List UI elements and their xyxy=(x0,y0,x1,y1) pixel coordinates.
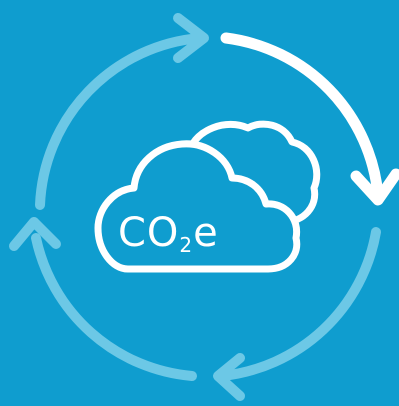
cycle-arrow-bottom-left-icon xyxy=(9,217,197,381)
cloud-back-icon xyxy=(186,120,321,226)
co2e-label-subscript: 2 xyxy=(179,233,193,257)
cycle-arrow-top-right-icon xyxy=(220,32,399,206)
co2e-label-suffix: e xyxy=(193,210,219,256)
cycle-arrow-bottom-right-icon xyxy=(213,227,381,401)
co2e-label-main: CO xyxy=(118,210,179,256)
co2e-label: CO2e xyxy=(118,210,219,257)
cloud-front-icon xyxy=(94,140,301,273)
cycle-arrow-top-left-icon xyxy=(35,13,209,210)
